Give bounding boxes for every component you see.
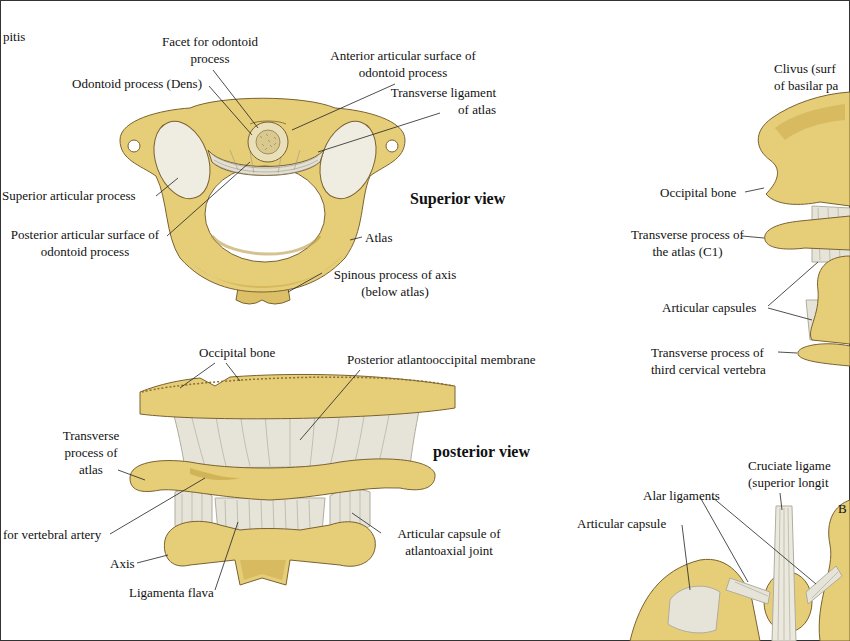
dens-facet-lines <box>250 121 286 124</box>
lateral-view <box>758 92 850 366</box>
transverse-foramen <box>128 140 140 152</box>
superior-articular-facet <box>310 114 386 207</box>
part-label: B <box>838 500 847 517</box>
occipital-cut-edge <box>142 377 453 392</box>
odontoid-process <box>248 122 288 162</box>
part-label: Odontoid process (Dens) <box>72 75 202 92</box>
view-caption: Superior view <box>410 189 505 209</box>
part-label: Articular capsules <box>662 299 756 316</box>
part-label: Articular capsule of atlantoaxial joint <box>384 525 514 559</box>
part-label: Facet for odontoid process <box>160 33 260 67</box>
part-label: Transverse process of atlas <box>55 427 127 478</box>
part-label: for vertebral artery <box>3 526 101 543</box>
occipital-bone <box>758 92 850 206</box>
atlas-posterior-arch <box>130 459 435 500</box>
part-label: Occipital bone <box>660 184 736 201</box>
part-label: Posterior articular surface of odontoid … <box>5 226 165 260</box>
part-label: Transverse process of third cervical ver… <box>651 344 791 378</box>
part-label: pitis <box>3 28 25 45</box>
ligament-fibres <box>735 508 838 640</box>
transverse-foramen <box>386 140 398 152</box>
part-label: Axis <box>110 555 135 572</box>
part-label: Articular capsule <box>577 515 666 532</box>
lateral-mass <box>630 559 760 641</box>
axis-lateral <box>810 256 850 344</box>
odontoid-process-core <box>256 130 280 154</box>
leader-lines <box>110 70 818 590</box>
part-label: Atlas <box>365 229 392 246</box>
alar-ligament <box>806 566 842 604</box>
vertebral-foramen <box>205 166 325 262</box>
part-label: Cruciate ligame (superior longit <box>748 457 846 491</box>
part-label: Anterior articular surface of odontoid p… <box>328 47 478 81</box>
axis-bone <box>164 521 375 585</box>
view-caption: posterior view <box>433 442 530 462</box>
vertebral-artery-groove <box>190 468 240 480</box>
c3-transverse-process <box>798 344 850 366</box>
bone-shading <box>775 104 845 140</box>
ligamenta-flava <box>215 498 325 532</box>
atlas-bone <box>120 98 405 292</box>
part-label: Alar ligaments <box>643 487 720 504</box>
odontoid-texture <box>260 134 276 150</box>
superior-articular-facet <box>144 114 220 207</box>
articular-capsule <box>668 586 720 633</box>
occipital-bone <box>140 374 455 418</box>
part-label: Occipital bone <box>199 344 275 361</box>
part-label: Transverse process of the atlas (C1) <box>630 226 745 260</box>
foramen-inner-rim <box>212 236 320 254</box>
part-label: Ligamenta flava <box>129 584 214 601</box>
part-label: Transverse ligament of atlas <box>378 84 496 118</box>
part-label: Posterior atlantooccipital membrane <box>347 351 535 368</box>
axis-shading <box>240 560 286 580</box>
part-label: Superior articular process <box>2 187 136 204</box>
part-label: Clivus (surf of basilar pa <box>774 60 846 94</box>
part-label: Spinous process of axis (below atlas) <box>325 266 465 300</box>
atlas-lateral <box>765 216 850 250</box>
ligament-fibres <box>225 500 310 530</box>
